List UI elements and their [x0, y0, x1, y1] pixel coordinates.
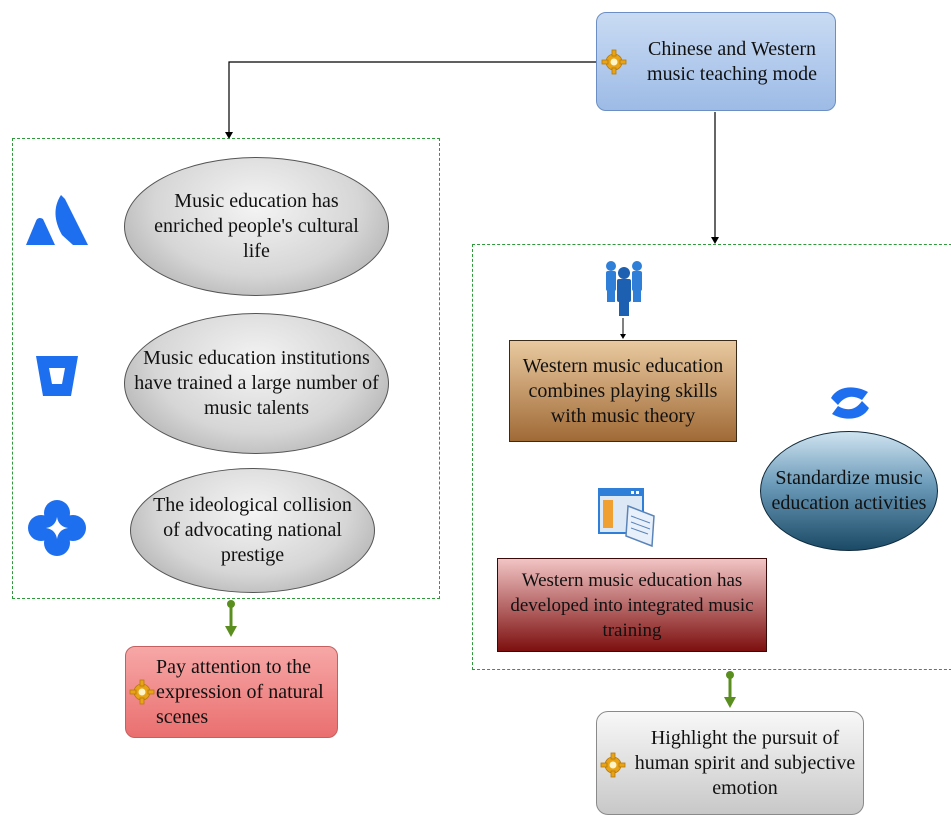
connector-top-to-left [228, 61, 596, 134]
human-spirit-label: Highlight the pursuit of human spirit an… [634, 726, 856, 799]
ellipse-trained-music-talents: Music education institutions have traine… [124, 313, 389, 454]
document-window-icon [598, 488, 655, 548]
ellipse-label: Music education has enriched people's cu… [154, 190, 359, 262]
gear-icon [601, 49, 627, 75]
people-group-icon [606, 261, 642, 316]
human-spirit-box: Highlight the pursuit of human spirit an… [596, 711, 864, 815]
confluence-logo-icon [831, 387, 869, 419]
right-panel [472, 244, 951, 670]
four-point-star-cloud-icon [28, 500, 86, 556]
natural-scenes-label: Pay attention to the expression of natur… [156, 655, 324, 728]
green-arrow-right [724, 671, 736, 708]
ellipse-label: Music education institutions have traine… [134, 347, 379, 419]
gear-icon [600, 752, 626, 778]
playing-skills-theory-label: Western music education combines playing… [522, 354, 724, 427]
integrated-training-label: Western music education has developed in… [510, 569, 754, 641]
integrated-training-box: Western music education has developed in… [497, 558, 767, 652]
standardize-activities-label: Standardize music education activities [771, 467, 927, 514]
gear-icon [129, 679, 155, 705]
ellipse-ideological-collision: The ideological collision of advocating … [130, 468, 375, 593]
top-node: Chinese and Western music teaching mode [596, 12, 836, 111]
bitbucket-logo-icon [36, 356, 78, 396]
natural-scenes-box: Pay attention to the expression of natur… [125, 646, 338, 738]
left-panel [12, 138, 440, 599]
atlassian-logo-icon [26, 195, 88, 245]
ellipse-enriched-cultural-life: Music education has enriched people's cu… [124, 157, 389, 296]
standardize-activities-circle: Standardize music education activities [760, 431, 938, 551]
ellipse-label: The ideological collision of advocating … [153, 494, 352, 566]
top-node-label: Chinese and Western music teaching mode [647, 37, 817, 85]
playing-skills-theory-box: Western music education combines playing… [509, 340, 737, 442]
green-arrow-left [225, 600, 237, 637]
